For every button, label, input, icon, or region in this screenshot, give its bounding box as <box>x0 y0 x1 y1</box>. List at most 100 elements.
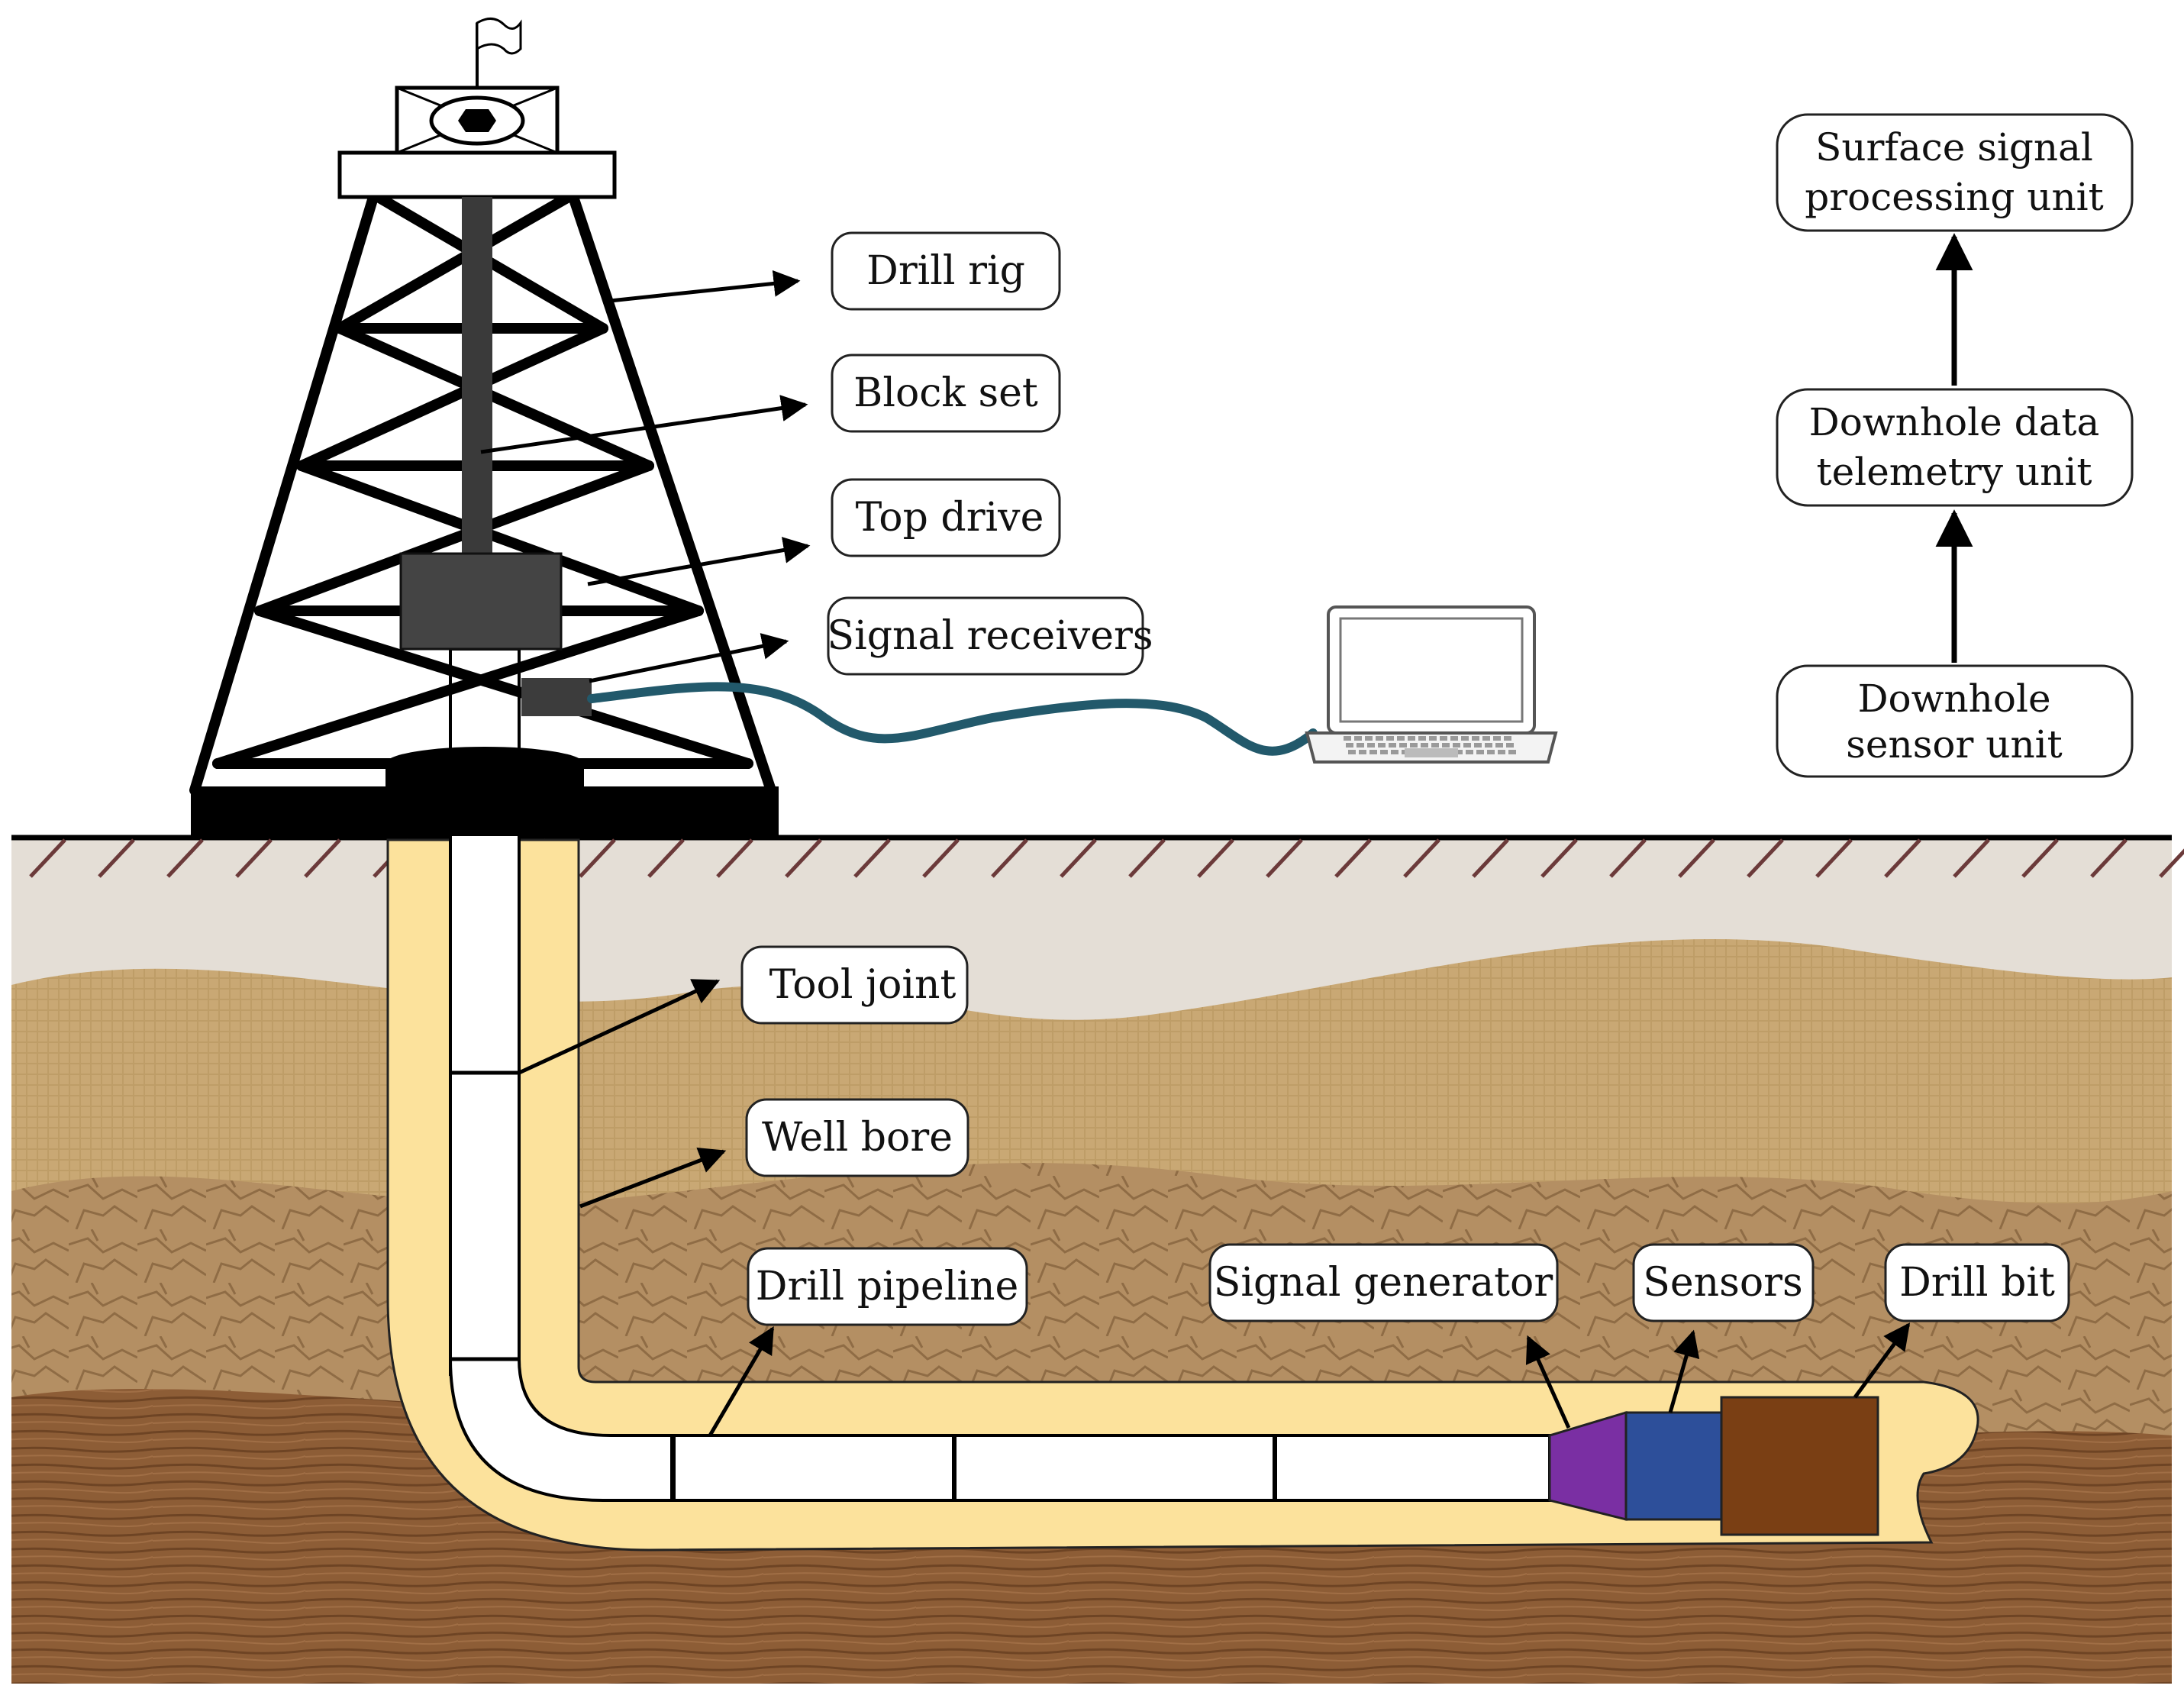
laptop-key <box>1498 750 1505 754</box>
laptop-key <box>1421 743 1428 748</box>
callout-block-set: Block set <box>831 354 1061 433</box>
laptop-key <box>1378 743 1386 748</box>
laptop-key <box>1397 736 1405 741</box>
ground-hatch <box>1266 838 1303 878</box>
ground-hatch <box>785 838 822 878</box>
block-set-label: Block set <box>853 370 1038 416</box>
signal-cable <box>587 682 1318 756</box>
signal-receivers-label: Signal receivers <box>827 613 1153 659</box>
ground-hatch <box>922 838 960 878</box>
ground-hatch <box>1334 838 1372 878</box>
laptop-key <box>1442 743 1450 748</box>
laptop-key <box>1493 736 1501 741</box>
laptop-key <box>1472 736 1479 741</box>
flow-sensor-line-2: sensor unit <box>1846 722 2063 767</box>
laptop-key <box>1354 736 1362 741</box>
drill-bit-part <box>1720 1396 1879 1536</box>
drill-pipe-horizontal <box>670 1434 1551 1502</box>
ground-hatch <box>991 838 1028 878</box>
ground-hatch <box>1884 838 1921 878</box>
tool-joint-label: Tool joint <box>769 962 957 1008</box>
laptop-key <box>1410 743 1418 748</box>
flow-surface-line-1: Surface signal <box>1815 125 2093 170</box>
laptop-icon <box>1305 605 1558 764</box>
sensors-label: Sensors <box>1643 1260 1802 1306</box>
laptop-key <box>1376 736 1383 741</box>
ground-hatch <box>29 838 66 878</box>
callout-sensors: Sensors <box>1632 1243 1815 1322</box>
laptop-key <box>1463 743 1471 748</box>
laptop-key <box>1359 750 1366 754</box>
callout-drill-rig: Drill rig <box>831 231 1061 311</box>
derrick-frame <box>189 189 776 796</box>
laptop-key <box>1461 736 1469 741</box>
laptop-key <box>1389 743 1396 748</box>
laptop-key <box>1386 736 1394 741</box>
laptop-key <box>1450 736 1458 741</box>
laptop-key <box>1508 750 1516 754</box>
sensors-part <box>1624 1411 1723 1521</box>
flag-icon <box>476 18 522 55</box>
callout-signal-generator: Signal generator <box>1208 1243 1559 1322</box>
top-drive-label: Top drive <box>856 495 1044 541</box>
drill-bit-label: Drill bit <box>1899 1260 2055 1306</box>
laptop-key <box>1482 736 1490 741</box>
callout-drill-bit: Drill bit <box>1884 1243 2070 1322</box>
ground-hatch <box>166 838 204 878</box>
flow-sensor-box: Downhole sensor unit <box>1776 664 2134 778</box>
laptop-key <box>1408 736 1415 741</box>
flow-sensor-line-1: Downhole <box>1857 676 2050 721</box>
drill-pipeline-label: Drill pipeline <box>756 1264 1018 1309</box>
ground-hatch <box>579 838 616 878</box>
laptop-key <box>1476 750 1484 754</box>
callout-signal-receivers: Signal receivers <box>827 596 1153 676</box>
callout-well-bore: Well bore <box>745 1098 969 1177</box>
flow-telemetry-line-1: Downhole data <box>1809 400 2100 444</box>
signal-generator-label: Signal generator <box>1214 1260 1553 1306</box>
laptop-key <box>1380 750 1388 754</box>
ground-hatch <box>1609 838 1647 878</box>
ground-hatch <box>235 838 273 878</box>
ground-hatch <box>1953 838 1990 878</box>
laptop-key <box>1455 750 1463 754</box>
ground-hatch <box>1540 838 1578 878</box>
flow-surface-box: Surface signal processing unit <box>1776 113 2134 232</box>
laptop-key <box>1474 743 1482 748</box>
ground-hatch <box>1815 838 1853 878</box>
callout-drill-pipeline: Drill pipeline <box>747 1247 1028 1326</box>
laptop-key <box>1357 743 1364 748</box>
callout-top-drive: Top drive <box>831 478 1061 557</box>
ground-hatches <box>29 838 2184 878</box>
ground-hatch <box>1472 838 1509 878</box>
flow-telemetry-line-2: telemetry unit <box>1817 450 2092 494</box>
ground-hatch <box>1128 838 1166 878</box>
signal-receiver <box>521 678 592 716</box>
laptop-key <box>1399 743 1407 748</box>
laptop-key <box>1391 750 1398 754</box>
laptop-key <box>1487 750 1495 754</box>
ground-hatch <box>98 838 135 878</box>
laptop-key <box>1418 736 1426 741</box>
ground-hatch <box>1678 838 1715 878</box>
laptop-key <box>1346 743 1353 748</box>
ground-hatch <box>1197 838 1234 878</box>
drill-rig-label: Drill rig <box>866 248 1025 294</box>
top-drive <box>399 552 563 651</box>
flow-telemetry-box: Downhole data telemetry unit <box>1776 388 2134 507</box>
laptop-key <box>1369 750 1377 754</box>
block-set <box>462 197 492 556</box>
laptop-key <box>1466 750 1473 754</box>
laptop-key <box>1495 743 1503 748</box>
laptop-key <box>1440 736 1447 741</box>
ground-hatch <box>2159 848 2184 878</box>
crown-platform <box>337 150 617 199</box>
ground-hatch <box>647 838 685 878</box>
ground-hatch <box>2021 838 2059 878</box>
laptop-key <box>1367 743 1375 748</box>
laptop-key <box>1506 743 1514 748</box>
drill-pipe-bend <box>448 1358 673 1502</box>
rig-base <box>191 786 779 836</box>
ground-hatch <box>1060 838 1097 878</box>
